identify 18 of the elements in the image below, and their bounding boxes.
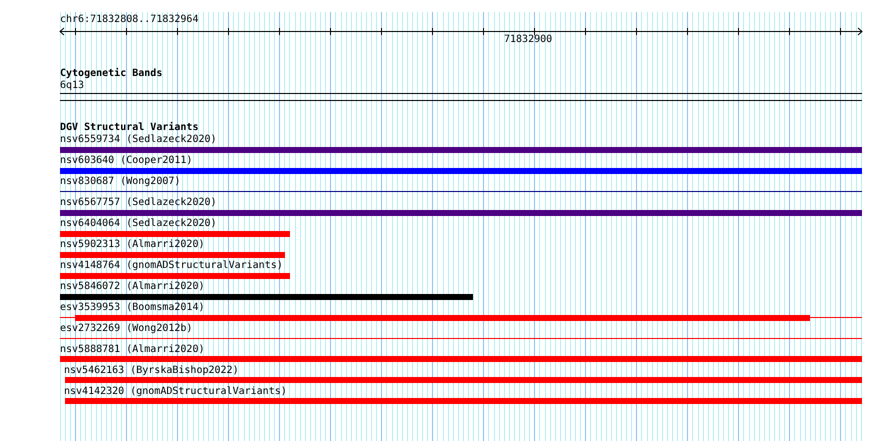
track-title: DGV Structural Variants (60, 122, 198, 133)
position-label: 71832900 (504, 34, 552, 45)
feature-label: esv2732269 (Wong2012b) (60, 323, 192, 334)
band-label: 6q13 (60, 80, 84, 91)
feature-label: nsv6559734 (Sedlazeck2020) (60, 134, 217, 145)
feature-label: nsv6404064 (Sedlazeck2020) (60, 218, 217, 229)
feature-label: nsv4148764 (gnomADStructuralVariants) (60, 260, 283, 271)
track-title: Cytogenetic Bands (60, 68, 162, 79)
feature-label: nsv5846072 (Almarri2020) (60, 281, 204, 292)
feature-label: nsv5902313 (Almarri2020) (60, 239, 204, 250)
feature-label: nsv5888781 (Almarri2020) (60, 344, 204, 355)
feature-label: esv3539953 (Boomsma2014) (60, 302, 204, 313)
coordinate-range: chr6:71832808..71832964 (60, 14, 198, 25)
feature-label: nsv4142320 (gnomADStructuralVariants) (64, 386, 287, 397)
feature-label: nsv5462163 (ByrskaBishop2022) (64, 365, 239, 376)
feature-label: nsv603640 (Cooper2011) (60, 155, 192, 166)
feature-label: nsv830687 (Wong2007) (60, 176, 180, 187)
feature-label: nsv6567757 (Sedlazeck2020) (60, 197, 217, 208)
